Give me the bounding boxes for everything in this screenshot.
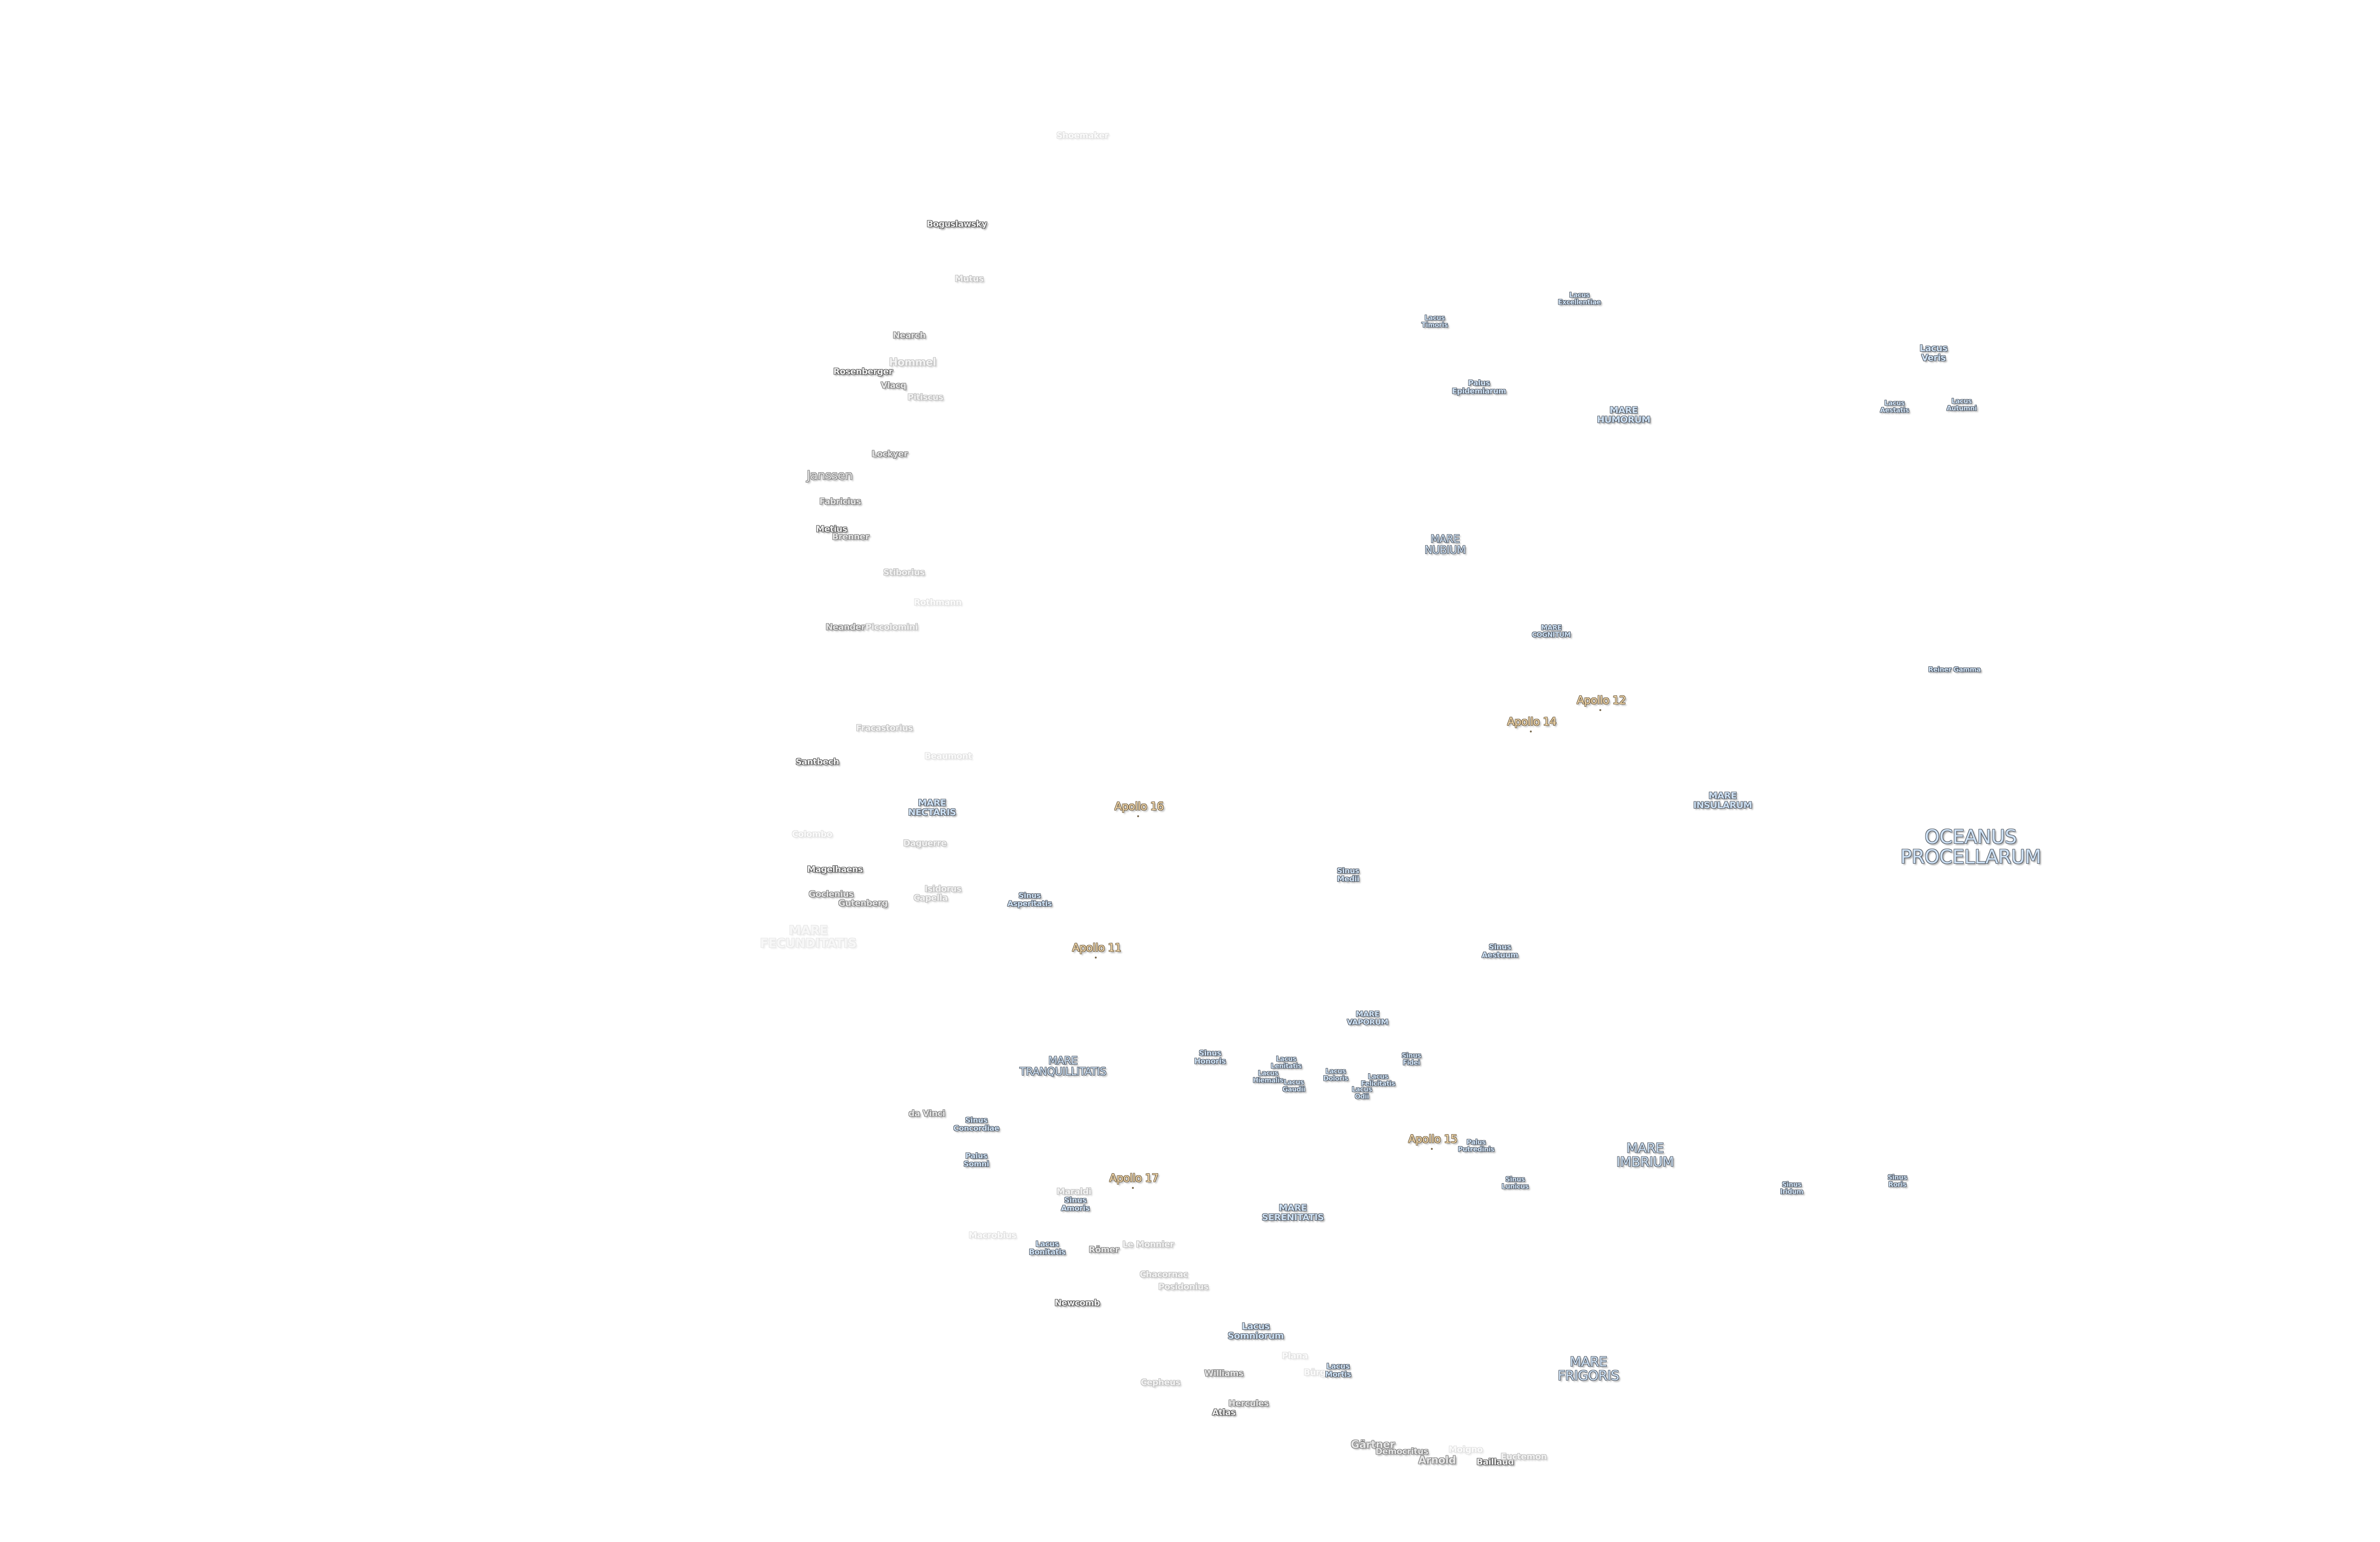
landing-site-marker[interactable] <box>1137 815 1139 817</box>
lacus-label: Lacus Bonitatis <box>1029 1239 1066 1256</box>
landing-site-marker[interactable] <box>1530 731 1532 732</box>
sinus-label: Sinus Honoris <box>1194 1048 1226 1066</box>
sinus-label: Sinus Aestuum <box>1481 942 1518 959</box>
crater-label: Brenner <box>832 532 870 542</box>
crater-label: Baillaud <box>1476 1457 1514 1467</box>
landing-site-label: Apollo 14 <box>1507 715 1557 728</box>
landing-site-marker[interactable] <box>1132 1187 1134 1189</box>
crater-label: Euctemon <box>1500 1452 1547 1462</box>
crater-label: Plana <box>1282 1351 1308 1361</box>
lacus-label: Lacus Odii <box>1351 1086 1372 1100</box>
mare-label: MARE NECTARIS <box>908 798 956 818</box>
crater-label: Posidonius <box>1158 1282 1209 1292</box>
crater-label: Hercules <box>1228 1398 1269 1409</box>
crater-label: Rothmann <box>913 597 962 608</box>
landing-site-marker[interactable] <box>1599 709 1601 711</box>
crater-label: Gärtner <box>1350 1439 1395 1451</box>
lacus-label: Lacus Gaudii <box>1282 1078 1305 1093</box>
sinus-label: Sinus Asperitatis <box>1007 891 1052 908</box>
crater-label: Hommel <box>889 356 936 369</box>
palus-label: Palus Epidemiarum <box>1452 378 1506 395</box>
palus-label: Palus Somni <box>963 1151 989 1168</box>
mare-label: MARE HUMORUM <box>1597 405 1650 425</box>
crater-label: Democritus <box>1375 1446 1428 1457</box>
feature-label: Reiner Gamma <box>1928 666 1981 674</box>
crater-label: Beaumont <box>924 751 972 761</box>
crater-label: Nearch <box>892 330 926 341</box>
sinus-label: Sinus Concordiae <box>953 1116 1000 1133</box>
crater-label: Piccolomini <box>865 622 918 633</box>
crater-label: Maraldi <box>1056 1186 1091 1197</box>
crater-label: Lockyer <box>872 449 908 459</box>
sinus-label: Sinus Roris <box>1887 1174 1907 1188</box>
mare-label: MARE FECUNDITATIS <box>760 923 857 951</box>
landing-site-label: Apollo 15 <box>1408 1133 1458 1146</box>
crater-label: Le Monnier <box>1122 1239 1174 1250</box>
mare-label: MARE TRANQUILLITATIS <box>1020 1055 1106 1078</box>
crater-label: Moigno <box>1448 1444 1483 1455</box>
crater-label: Mutus <box>954 274 984 284</box>
crater-label: Colombo <box>792 829 833 840</box>
mare-label: MARE SERENITATIS <box>1261 1203 1324 1223</box>
lacus-label: Lacus Mortis <box>1325 1362 1351 1379</box>
crater-label: Römer <box>1089 1245 1119 1255</box>
crater-label: Neander <box>825 622 865 633</box>
lacus-label: Lacus Autumni <box>1946 397 1977 412</box>
crater-label: Janssen <box>806 468 853 483</box>
crater-label: da Vinci <box>908 1108 945 1119</box>
lacus-label: Lacus Doloris <box>1323 1068 1349 1082</box>
crater-label: Atlas <box>1212 1407 1236 1418</box>
mare-label: MARE IMBRIUM <box>1616 1140 1674 1170</box>
mare-label: MARE COGNITUM <box>1532 624 1571 639</box>
mare-label: MARE FRIGORIS <box>1557 1354 1619 1384</box>
crater-label: Cepheus <box>1140 1377 1180 1388</box>
lacus-label: Lacus Veris <box>1919 343 1948 363</box>
sinus-label: Sinus Medii <box>1337 866 1359 883</box>
crater-label: Newcomb <box>1054 1298 1100 1308</box>
sinus-label: Sinus Iridum <box>1780 1181 1804 1196</box>
crater-label: Macrobius <box>968 1230 1017 1241</box>
lacus-label: Lacus Somniorum <box>1228 1321 1284 1341</box>
crater-label: Bürg <box>1303 1367 1326 1378</box>
mare-label: MARE VAPORUM <box>1347 1009 1388 1027</box>
crater-label: Boguslawsky <box>926 219 987 229</box>
crater-label: Santbech <box>795 757 839 767</box>
crater-label: Daguerre <box>903 838 947 849</box>
lacus-label: Lacus Timoris <box>1421 314 1448 329</box>
crater-label: Chacornac <box>1140 1269 1188 1280</box>
crater-label: Goclenius <box>808 889 854 900</box>
crater-label: Gutenberg <box>838 898 888 909</box>
landing-site-label: Apollo 11 <box>1072 941 1121 954</box>
lacus-label: Lacus Hiemalis <box>1253 1069 1283 1084</box>
crater-label: Metius <box>816 524 847 534</box>
palus-label: Palus Putredinis <box>1458 1138 1495 1153</box>
sinus-label: Sinus Lunicus <box>1501 1176 1529 1190</box>
crater-label: Isidorus <box>924 884 962 894</box>
crater-label: Fabricius <box>819 496 861 507</box>
lacus-label: Lacus Felicitatis <box>1361 1073 1395 1087</box>
sinus-label: Sinus Amoris <box>1061 1196 1090 1213</box>
landing-site-label: Apollo 12 <box>1577 694 1626 707</box>
ocean-label: OCEANUS PROCELLARUM <box>1900 826 2041 868</box>
landing-site-label: Apollo 16 <box>1114 800 1164 813</box>
crater-label: Capella <box>913 893 948 903</box>
mare-label: MARE INSULARUM <box>1693 791 1752 811</box>
crater-label: Rosenberger <box>833 366 893 377</box>
crater-label: Stiborius <box>883 567 925 578</box>
mare-label: MARE NUBIUM <box>1424 533 1466 556</box>
crater-label: Pitiscus <box>907 392 943 403</box>
crater-label: Magelhaens <box>807 864 863 875</box>
landing-site-marker[interactable] <box>1431 1148 1433 1150</box>
crater-label: Williams <box>1204 1368 1244 1379</box>
sinus-label: Sinus Fidei <box>1401 1052 1421 1067</box>
crater-label: Arnold <box>1418 1454 1456 1467</box>
lacus-label: Lacus Lenitatis <box>1270 1055 1302 1070</box>
crater-label: Shoemaker <box>1056 130 1109 141</box>
landing-site-label: Apollo 17 <box>1109 1172 1159 1185</box>
crater-label: Vlacq <box>881 380 906 391</box>
crater-label: Fracastorius <box>856 723 913 733</box>
lacus-label: Lacus Aestatis <box>1880 399 1909 414</box>
lacus-label: Lacus Excellentiae <box>1558 291 1601 306</box>
landing-site-marker[interactable] <box>1095 957 1097 959</box>
